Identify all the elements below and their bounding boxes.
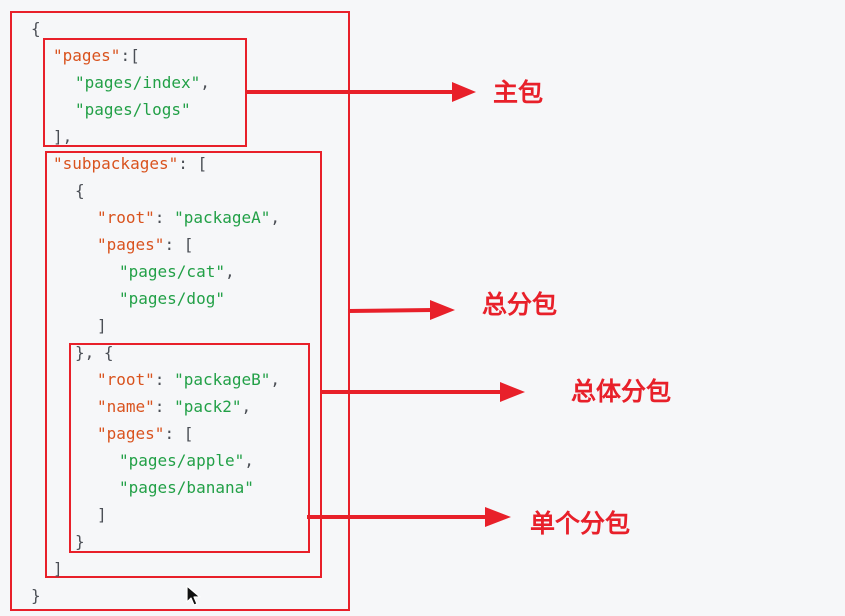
subpackages-close: ] bbox=[53, 559, 63, 578]
close-brace: } bbox=[31, 586, 41, 605]
pages-dog-value: "pages/dog" bbox=[119, 289, 225, 308]
code-line-pages-apple: "pages/apple", bbox=[119, 451, 254, 471]
pages-cat-value: "pages/cat" bbox=[119, 262, 225, 281]
bracket-close-a: ] bbox=[97, 316, 107, 335]
root-value-b: "packageB" bbox=[174, 370, 271, 389]
subpackages-key: "subpackages" bbox=[53, 154, 179, 173]
code-line-root-b: "root": "packageB", bbox=[97, 370, 280, 390]
code-line-subpackages-key: "subpackages": [ bbox=[53, 154, 207, 174]
single-subpackage-box bbox=[69, 343, 310, 553]
pages-banana-value: "pages/banana" bbox=[119, 478, 254, 497]
code-line-pages-logs: "pages/logs" bbox=[75, 100, 191, 120]
pages-bracket-a: : [ bbox=[164, 235, 194, 254]
code-line-bracket-close-b: ] bbox=[97, 505, 107, 525]
name-key-b: "name" bbox=[97, 397, 155, 416]
root-value-a: "packageA" bbox=[174, 208, 271, 227]
code-line-obj-close: } bbox=[75, 532, 85, 552]
code-line-obj-open: { bbox=[75, 181, 85, 201]
arrow-total-subpackages-head bbox=[430, 300, 455, 320]
mouse-pointer-icon bbox=[186, 585, 201, 606]
object-close-brace: } bbox=[75, 532, 85, 551]
colon-space: : bbox=[154, 397, 175, 416]
code-line-pages-key: "pages":[ bbox=[53, 46, 140, 66]
comma: , bbox=[200, 73, 210, 92]
code-line-pages-cat: "pages/cat", bbox=[119, 262, 235, 282]
subpackages-box bbox=[45, 151, 322, 578]
object-open-brace: { bbox=[75, 181, 85, 200]
pages-key-a: "pages" bbox=[97, 235, 165, 254]
comma: , bbox=[224, 262, 235, 281]
code-line-open-brace: { bbox=[31, 19, 41, 39]
code-line-pages-banana: "pages/banana" bbox=[119, 478, 254, 498]
pages-close: ], bbox=[53, 127, 73, 146]
colon-space: : bbox=[154, 370, 175, 389]
arrow-main-package-head bbox=[452, 82, 476, 102]
arrow-single-subpackage-head bbox=[485, 507, 511, 527]
code-line-close-brace: } bbox=[31, 586, 41, 606]
pages-index-value: "pages/index" bbox=[75, 73, 201, 92]
code-line-name-b: "name": "pack2", bbox=[97, 397, 251, 417]
code-line-subpackages-close: ] bbox=[53, 559, 63, 579]
label-single-subpackage: 单个分包 bbox=[530, 509, 631, 538]
label-main-package: 主包 bbox=[493, 78, 544, 107]
comma: , bbox=[270, 370, 281, 389]
code-line-pages-a: "pages": [ bbox=[97, 235, 193, 255]
code-line-pages-close: ], bbox=[53, 127, 72, 147]
comma: , bbox=[270, 208, 281, 227]
colon-space: : bbox=[154, 208, 175, 227]
label-overall-subpackage: 总体分包 bbox=[571, 377, 672, 406]
open-brace: { bbox=[31, 19, 41, 38]
code-line-root-a: "root": "packageA", bbox=[97, 208, 280, 228]
pages-key-b: "pages" bbox=[97, 424, 165, 443]
pages-colon-bracket: :[ bbox=[120, 46, 140, 65]
arrow-total-subpackages bbox=[347, 308, 434, 313]
object-separator: }, { bbox=[75, 343, 114, 362]
pages-apple-value: "pages/apple" bbox=[119, 451, 245, 470]
code-line-obj-sep: }, { bbox=[75, 343, 114, 363]
pages-key: "pages" bbox=[53, 46, 121, 65]
code-line-pages-dog: "pages/dog" bbox=[119, 289, 225, 309]
name-value-b: "pack2" bbox=[174, 397, 242, 416]
code-line-bracket-close-a: ] bbox=[97, 316, 107, 336]
subpackages-colon-bracket: : [ bbox=[178, 154, 208, 173]
bracket-close-b: ] bbox=[97, 505, 107, 524]
label-total-subpackages: 总分包 bbox=[482, 290, 558, 319]
arrow-overall-subpackage-head bbox=[500, 382, 525, 402]
code-line-pages-index: "pages/index", bbox=[75, 73, 210, 93]
pages-bracket-b: : [ bbox=[164, 424, 194, 443]
comma: , bbox=[241, 397, 252, 416]
root-key-a: "root" bbox=[97, 208, 155, 227]
comma: , bbox=[244, 451, 254, 470]
root-key-b: "root" bbox=[97, 370, 155, 389]
pages-logs-value: "pages/logs" bbox=[75, 100, 191, 119]
code-line-pages-b: "pages": [ bbox=[97, 424, 193, 444]
